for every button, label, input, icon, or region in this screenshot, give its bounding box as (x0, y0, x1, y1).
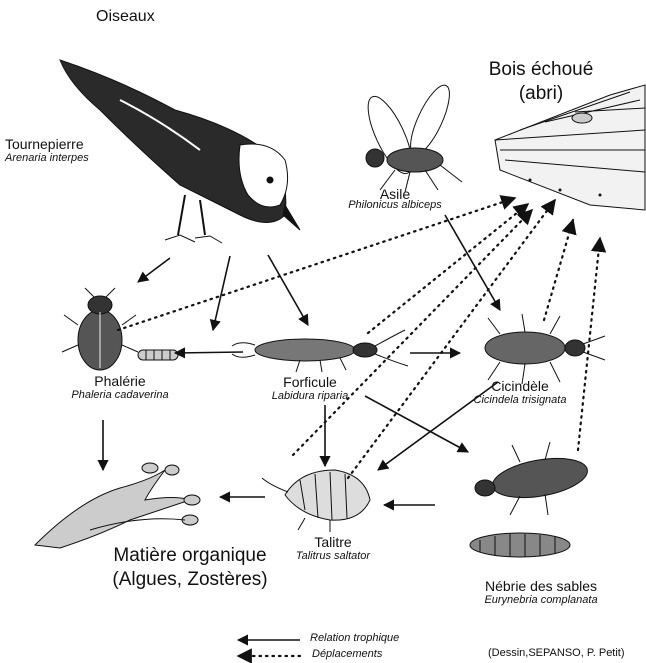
matiere-label: Matière organique (Algues, Zostères) (112, 544, 267, 592)
trophic-arrow (175, 352, 243, 353)
cicindele-latin: Cicindela trisignata (474, 394, 567, 406)
legend-symbols (238, 640, 300, 656)
forficule-name: Forficule (272, 374, 348, 390)
trophic-arrow (213, 256, 230, 330)
talitre-latin: Talitrus saltator (296, 550, 370, 562)
bois-sub: (abri) (489, 82, 594, 106)
nebrie-name: Nébrie des sables (484, 578, 597, 594)
talitre-label: Talitre Talitrus saltator (296, 534, 370, 562)
nebrie-label: Nébrie des sables Eurynebria complanata (484, 578, 597, 606)
bois-label: Bois échoué (abri) (489, 58, 594, 106)
trophic-arrow (268, 255, 308, 325)
phalerie-illustration (62, 288, 138, 370)
nebrie-latin: Eurynebria complanata (484, 594, 597, 606)
legend-trophic-label: Relation trophique (310, 632, 399, 644)
tournepierre-illustration (60, 60, 300, 243)
tournepierre-latin: Arenaria interpes (5, 152, 89, 164)
cicindele-label: Cicindèle Cicindela trisignata (474, 378, 567, 406)
trophic-arrow (138, 258, 170, 282)
talitre-name: Talitre (296, 534, 370, 550)
forficule-illustration (232, 330, 408, 372)
trophic-arrow (445, 215, 500, 310)
movement-arrow (293, 210, 532, 455)
matiere-sub: (Algues, Zostères) (112, 568, 267, 592)
trophic-arrow (365, 396, 468, 452)
algae-illustration (35, 463, 200, 548)
asile-label: Asile Philonicus albiceps (348, 186, 442, 211)
diagram-title: Oiseaux (96, 8, 155, 26)
phalerie-latin: Phaleria cadaverina (71, 389, 168, 401)
bois-name: Bois échoué (489, 58, 594, 82)
asile-latin: Philonicus albiceps (348, 199, 442, 211)
cicindele-illustration (485, 314, 605, 384)
phalerie-label: Phalérie Phaleria cadaverina (71, 373, 168, 401)
phalerie-name: Phalérie (71, 373, 168, 389)
nebrie-illustration (470, 442, 590, 557)
cicindele-name: Cicindèle (474, 378, 567, 394)
movement-arrow (544, 220, 573, 320)
larva-illustration (138, 350, 178, 360)
asile-illustration (360, 80, 462, 192)
tournepierre-name: Tournepierre (5, 136, 89, 152)
matiere-name: Matière organique (112, 544, 267, 568)
forficule-label: Forficule Labidura riparia (272, 374, 348, 402)
talitre-illustration (262, 470, 370, 532)
legend-movement-label: Déplacements (312, 648, 382, 660)
credit-text: (Dessin,SEPANSO, P. Petit) (488, 647, 625, 659)
movement-arrow (118, 198, 515, 330)
tournepierre-label: Tournepierre Arenaria interpes (5, 136, 89, 164)
forficule-latin: Labidura riparia (272, 390, 348, 402)
